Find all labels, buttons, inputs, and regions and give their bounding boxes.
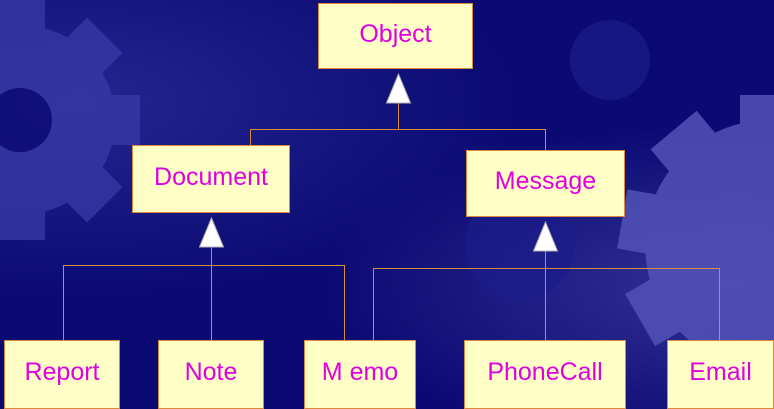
connector-memo-document <box>211 265 345 340</box>
inheritance-arrow-document <box>198 216 225 248</box>
class-box-object: Object <box>318 3 473 69</box>
class-box-document: Document <box>132 145 290 213</box>
class-label-object: Object <box>359 19 432 48</box>
connector-report-document <box>63 247 212 340</box>
class-box-message: Message <box>466 150 625 217</box>
inheritance-arrow-object <box>385 72 412 104</box>
class-label-message: Message <box>494 167 597 195</box>
connector-document-object <box>250 103 399 145</box>
class-box-email: Email <box>667 340 774 409</box>
gear-icon-center <box>465 20 650 300</box>
class-box-phonecall: PhoneCall <box>464 340 626 409</box>
class-label-report: Report <box>24 358 100 386</box>
class-label-phonecall: PhoneCall <box>487 358 603 386</box>
class-label-email: Email <box>689 358 752 386</box>
gear-icon-left <box>0 0 140 240</box>
connector-message-object <box>398 129 546 150</box>
class-label-note: Note <box>184 358 238 386</box>
class-label-memo: M emo <box>321 358 399 386</box>
class-box-memo: M emo <box>304 340 416 409</box>
connector-email-message <box>545 268 720 340</box>
class-box-report: Report <box>4 340 120 409</box>
connector-memo-message <box>373 251 546 340</box>
class-box-note: Note <box>158 340 264 409</box>
inheritance-arrow-message <box>532 220 559 252</box>
class-label-document: Document <box>154 162 268 191</box>
